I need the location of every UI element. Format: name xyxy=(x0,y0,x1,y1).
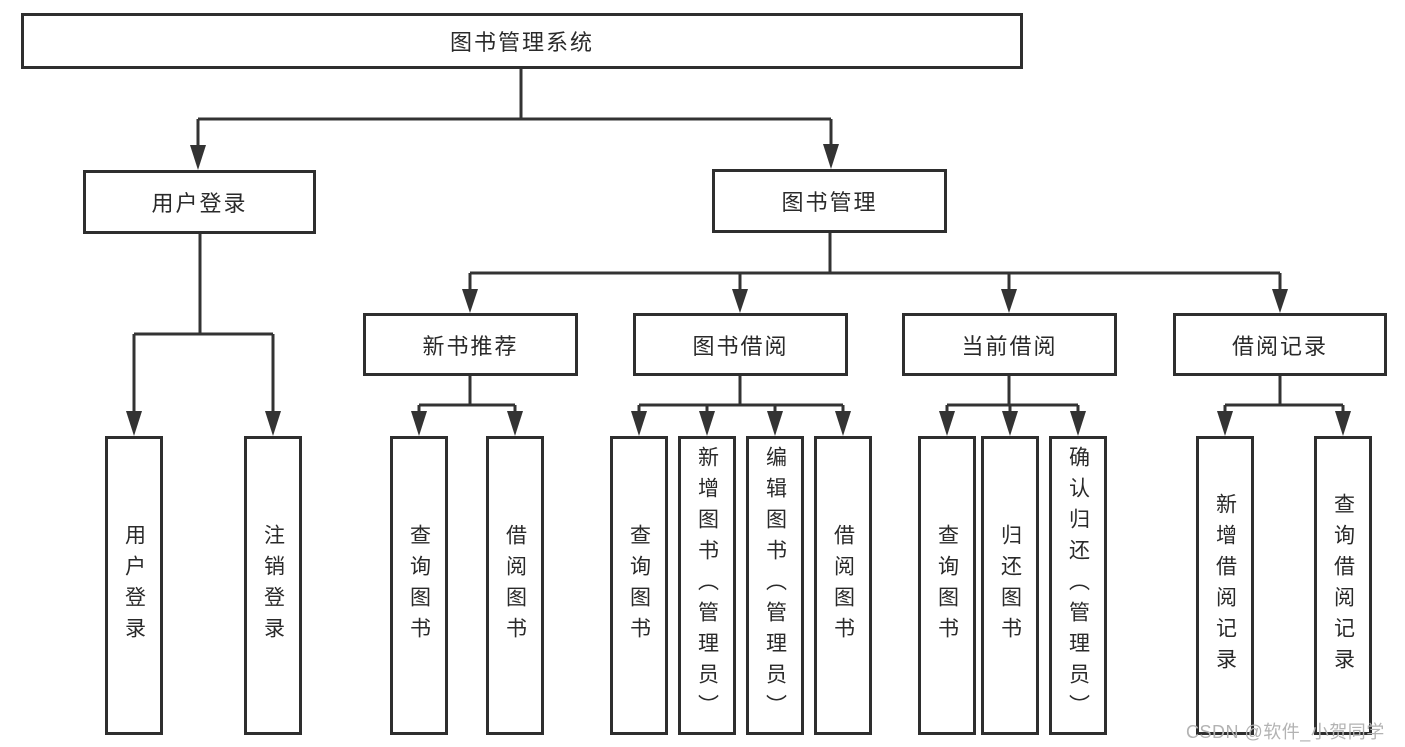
arrowhead-icon xyxy=(1217,411,1233,436)
arrowhead-icon xyxy=(1001,289,1017,313)
leaf-edit-book-admin: 编辑图书（管理员） xyxy=(746,436,804,735)
node-label: 编辑图书（管理员） xyxy=(763,446,787,725)
node-label: 用户登录 xyxy=(122,523,146,648)
node-current-borrow: 当前借阅 xyxy=(902,313,1117,376)
arrowhead-icon xyxy=(939,411,955,436)
arrowhead-icon xyxy=(462,289,478,313)
connector-borrow-branch xyxy=(639,375,843,407)
arrowhead-icon xyxy=(631,411,647,436)
arrowhead-icon xyxy=(835,411,851,436)
arrowhead-icon xyxy=(507,411,523,436)
arrowhead-icon xyxy=(411,411,427,436)
arrowhead-icon xyxy=(699,411,715,436)
leaf-query-book-borrow: 查询图书 xyxy=(610,436,668,735)
node-label: 用户登录 xyxy=(151,191,248,216)
node-label: 查询图书 xyxy=(935,523,959,648)
node-label: 新增图书（管理员） xyxy=(695,446,719,725)
node-root-system: 图书管理系统 xyxy=(21,13,1023,69)
arrowhead-icon xyxy=(767,411,783,436)
arrowhead-icon xyxy=(1070,411,1086,436)
connector-login-branch xyxy=(134,232,273,336)
connector-records-branch xyxy=(1225,375,1343,407)
arrowhead-icon xyxy=(732,289,748,313)
arrowhead-icon xyxy=(190,145,206,170)
node-label: 确认归还（管理员） xyxy=(1066,446,1090,725)
node-label: 图书管理系统 xyxy=(449,30,594,55)
leaf-logout: 注销登录 xyxy=(244,436,302,735)
leaf-add-book-admin: 新增图书（管理员） xyxy=(678,436,736,735)
node-label: 查询图书 xyxy=(407,523,431,648)
leaf-user-login: 用户登录 xyxy=(105,436,163,735)
node-label: 查询图书 xyxy=(627,523,651,648)
node-label: 借阅记录 xyxy=(1231,333,1328,359)
node-book-borrow: 图书借阅 xyxy=(633,313,848,376)
leaf-add-borrow-record: 新增借阅记录 xyxy=(1196,436,1254,735)
arrowhead-icon xyxy=(1335,411,1351,436)
leaf-return-book: 归还图书 xyxy=(981,436,1039,735)
node-label: 当前借阅 xyxy=(961,333,1058,359)
node-label: 归还图书 xyxy=(998,523,1022,648)
node-label: 借阅图书 xyxy=(831,523,855,648)
arrowhead-icon xyxy=(126,411,142,436)
connector-recommend-branch xyxy=(419,375,515,407)
leaf-confirm-return-admin: 确认归还（管理员） xyxy=(1049,436,1107,735)
arrowhead-icon xyxy=(823,144,839,169)
node-label: 新书推荐 xyxy=(422,333,519,359)
node-book-management: 图书管理 xyxy=(712,169,947,233)
arrowhead-icon xyxy=(265,411,281,436)
node-label: 新增借阅记录 xyxy=(1213,492,1237,679)
node-label: 图书管理 xyxy=(781,190,878,215)
node-label: 借阅图书 xyxy=(503,523,527,648)
leaf-borrow-book: 借阅图书 xyxy=(814,436,872,735)
leaf-borrow-book-recommend: 借阅图书 xyxy=(486,436,544,735)
node-new-book-recommend: 新书推荐 xyxy=(363,313,578,376)
connector-current-branch xyxy=(947,375,1078,407)
leaf-query-borrow-record: 查询借阅记录 xyxy=(1314,436,1372,735)
leaf-query-book-current: 查询图书 xyxy=(918,436,976,735)
csdn-watermark: CSDN @软件_小贺同学 xyxy=(1186,722,1385,742)
node-user-login: 用户登录 xyxy=(83,170,316,234)
node-label: 图书借阅 xyxy=(692,333,789,359)
node-borrow-records: 借阅记录 xyxy=(1173,313,1387,376)
leaf-query-book-recommend: 查询图书 xyxy=(390,436,448,735)
node-label: 查询借阅记录 xyxy=(1331,492,1355,679)
arrowhead-icon xyxy=(1002,411,1018,436)
arrowhead-icon xyxy=(1272,289,1288,313)
node-label: 注销登录 xyxy=(261,523,285,648)
connector-books-branch xyxy=(470,231,1280,275)
connector-root-branch xyxy=(198,66,831,121)
